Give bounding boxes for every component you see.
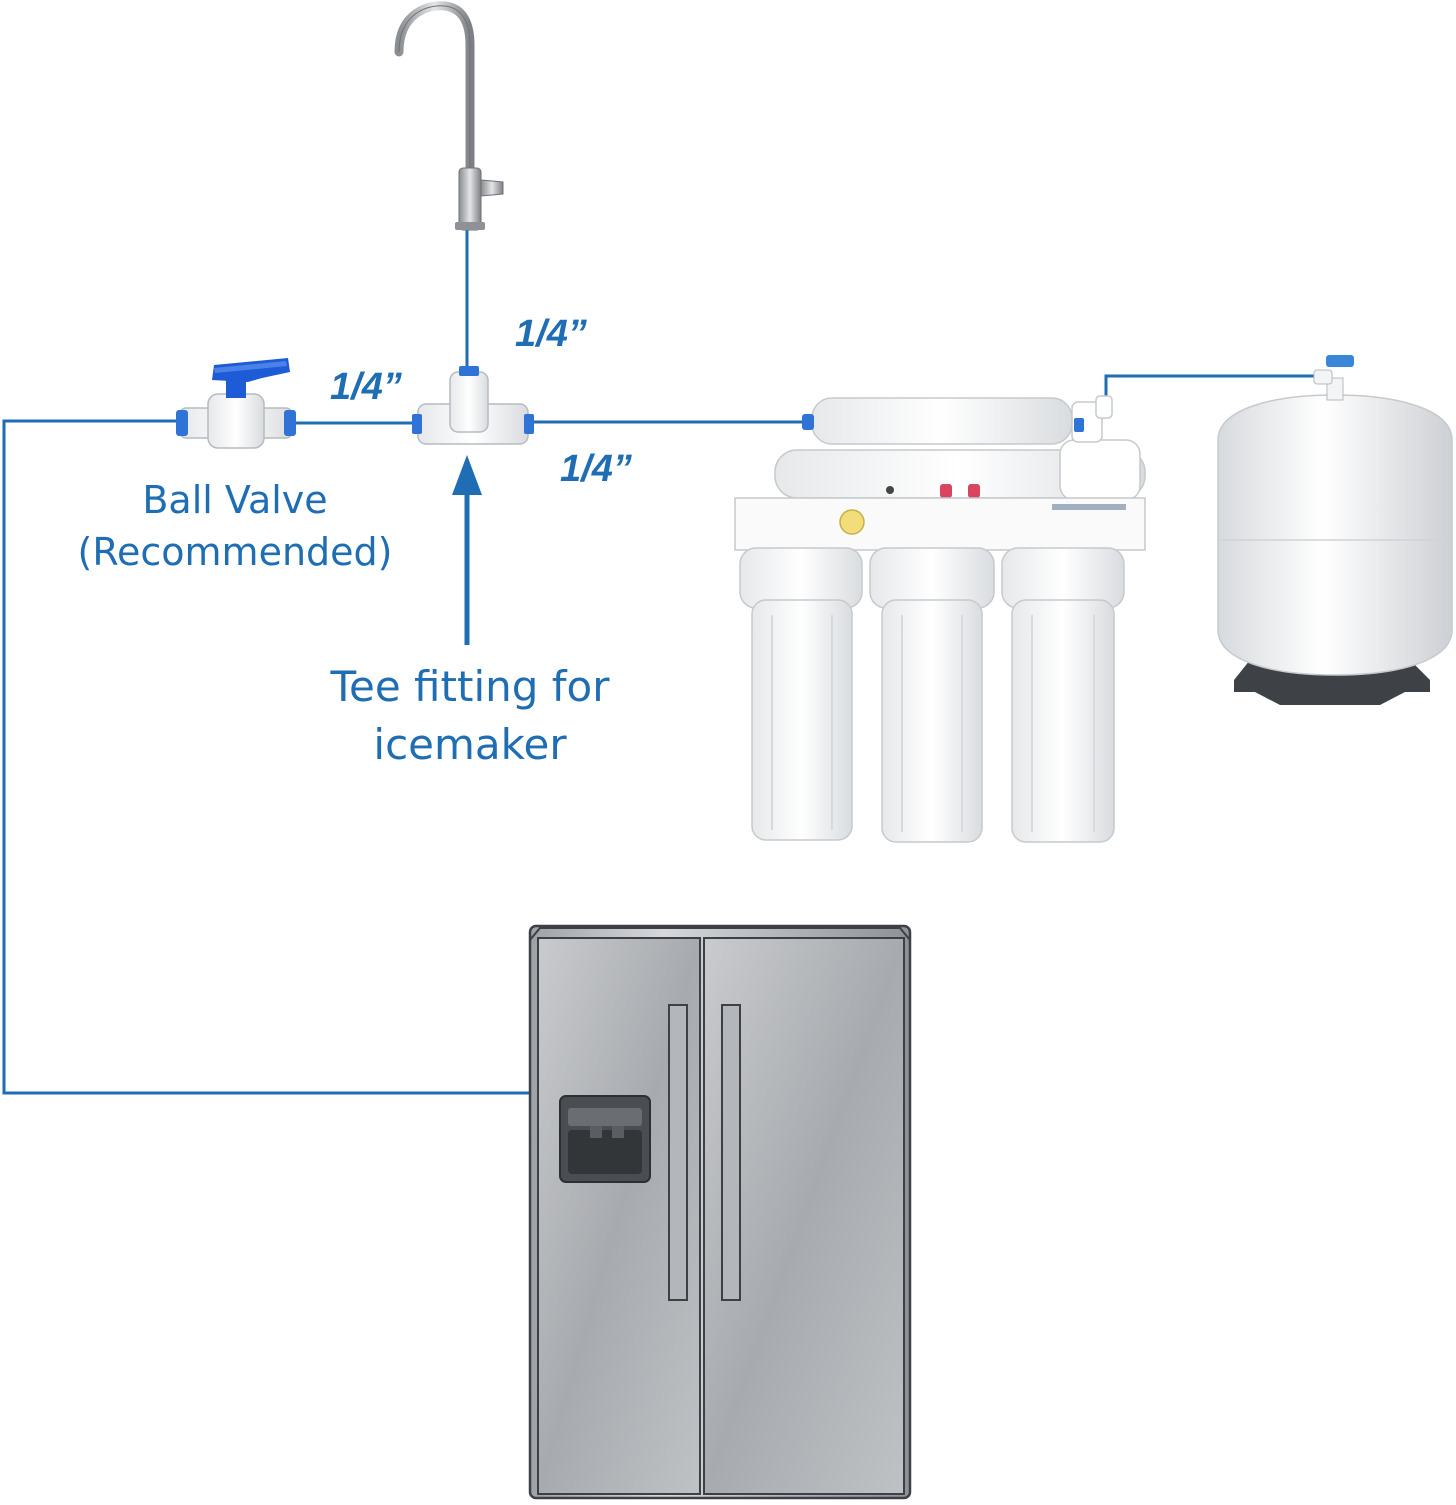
tee-fitting-label-line2: icemaker <box>373 720 567 769</box>
tubing-lines <box>2 230 1320 1095</box>
faucet-icon <box>394 1 504 231</box>
size-label-faucet: 1/4” <box>515 313 587 355</box>
water-dispenser-icon <box>559 1095 651 1183</box>
filter-housing-1 <box>739 547 863 841</box>
tee-fitting-icon <box>412 366 534 445</box>
size-label-tee-filter: 1/4” <box>560 448 632 490</box>
ball-valve-icon <box>176 358 296 449</box>
pressure-tank-icon <box>1217 355 1453 705</box>
filter-housing-3 <box>1001 547 1125 843</box>
filter-housing-2 <box>869 547 995 843</box>
tee-arrow <box>452 455 482 645</box>
size-label-valve-tee: 1/4” <box>330 366 402 408</box>
tube-filter-to-tank <box>1104 374 1320 400</box>
ball-valve-note-label: (Recommended) <box>77 530 393 574</box>
tee-fitting-label: Tee fitting for <box>330 662 610 711</box>
tube-fridge-to-valve <box>2 419 533 1095</box>
ro-filter-system-icon <box>734 395 1146 843</box>
ball-valve-label: Ball Valve <box>142 478 328 522</box>
refrigerator-icon <box>528 924 912 1500</box>
